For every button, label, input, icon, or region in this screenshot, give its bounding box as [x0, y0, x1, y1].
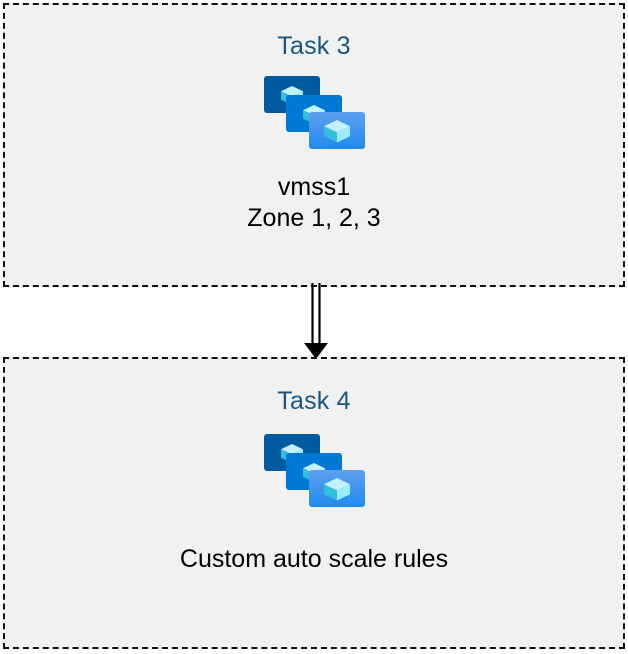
- vmss-icon: [264, 434, 365, 509]
- vmss-icon: [264, 76, 365, 151]
- caption-line: Zone 1, 2, 3: [247, 204, 381, 232]
- task-title: Task 4: [277, 387, 351, 415]
- double-line-arrow-icon: [304, 283, 328, 359]
- task-box-task-3[interactable]: Task 3: [3, 3, 625, 287]
- caption-line: Custom auto scale rules: [179, 545, 449, 573]
- task-title: Task 3: [277, 32, 351, 60]
- task-box-task-4[interactable]: Task 4: [3, 357, 625, 649]
- caption-line: vmss1: [277, 173, 351, 201]
